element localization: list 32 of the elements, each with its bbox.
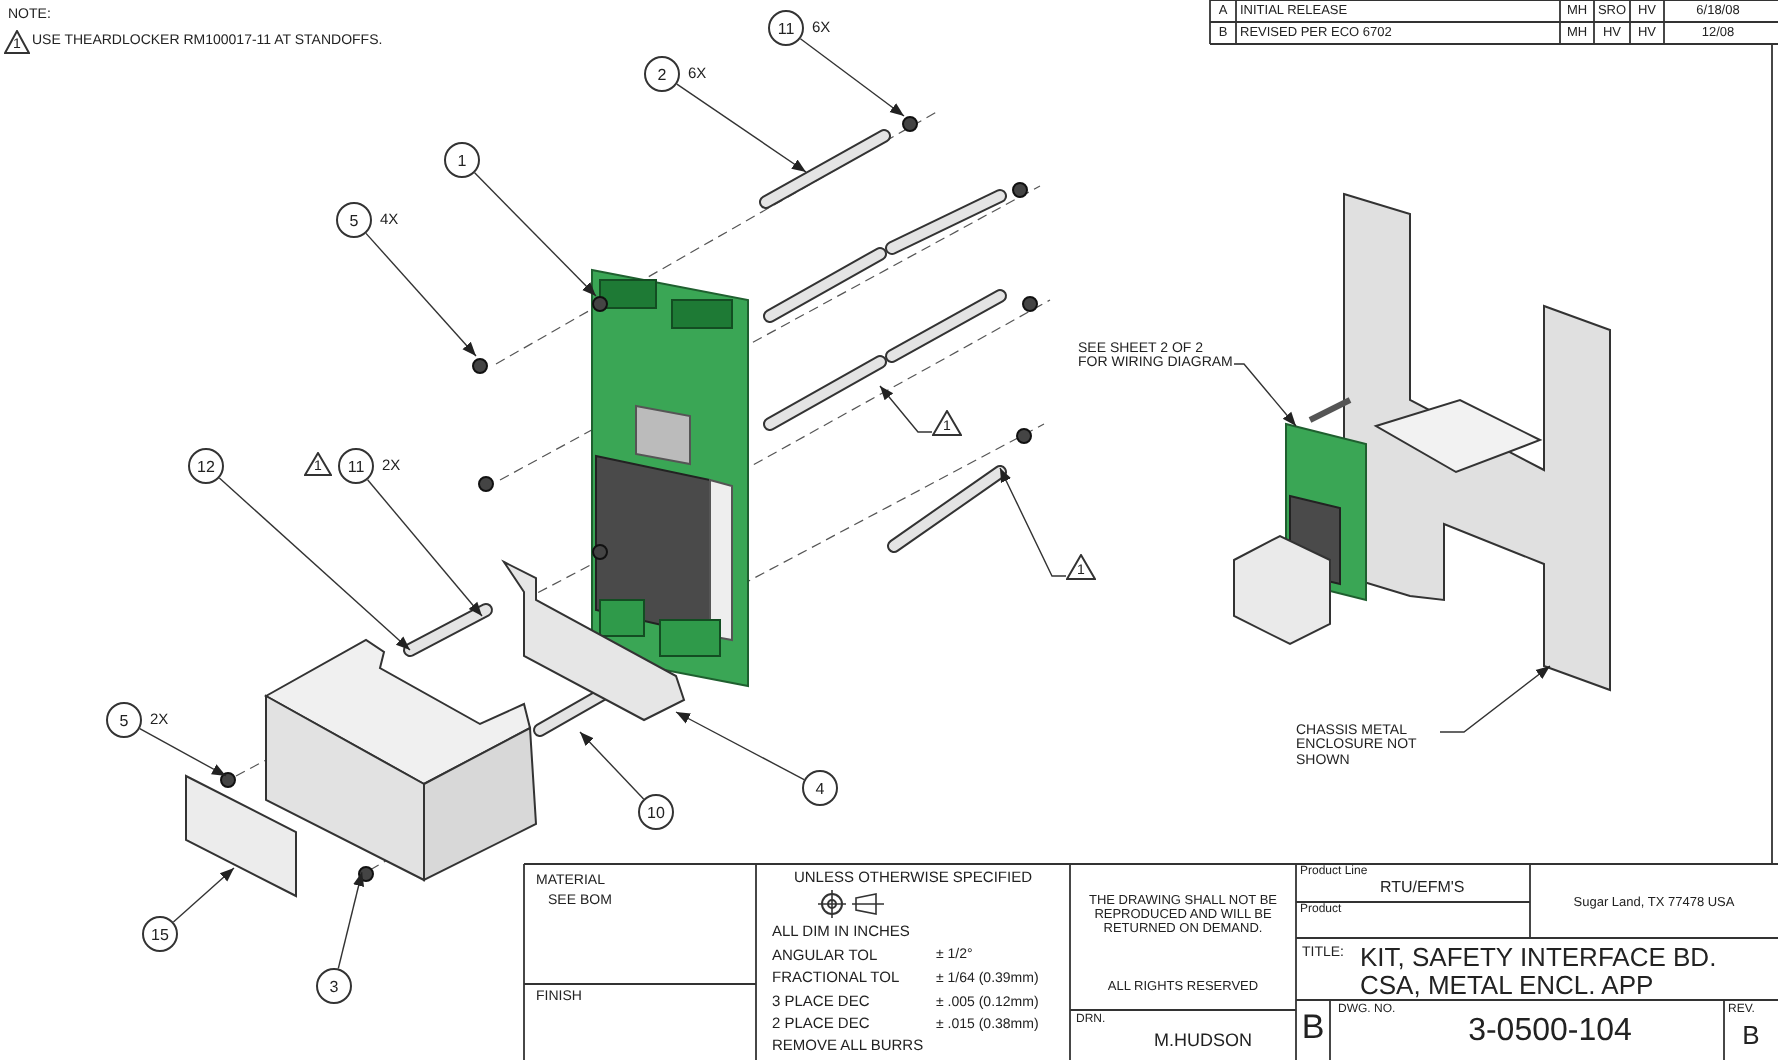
leader-line [365,232,477,357]
leader-line [366,479,483,617]
sheet-size-letter: B [1299,1010,1327,1048]
leader-line [218,477,411,651]
leader-line [139,727,227,777]
callout-balloon: 5 [336,202,372,238]
leader-line [879,385,933,433]
leader-line [676,83,807,173]
leader-line [799,38,905,117]
callout-balloon: 4 [802,770,838,806]
callout-balloon: 12 [188,448,224,484]
drawing-number: 3-0500-104 [1466,1014,1634,1050]
callout-balloon: 11 [338,448,374,484]
callout-balloon: 11 [768,10,804,46]
revision-letter: B [1740,1022,1762,1051]
leader-line [337,871,365,970]
leader-line [1439,665,1551,733]
field-value: M.HUDSON [1152,1032,1254,1052]
callout-balloon: 2 [644,56,680,92]
callout-balloon: 3 [316,968,352,1004]
leader-line [473,172,597,297]
callout-balloon: 5 [106,702,142,738]
field-value: RTU/EFM'S [1380,880,1465,898]
drawing-title: KIT, SAFETY INTERFACE BD. CSA, METAL ENCL. APP [1360,944,1719,1002]
leader-line [579,731,645,800]
leader-line [999,467,1067,577]
leader-line [675,711,805,781]
leader-line [172,867,235,923]
callout-balloon: 10 [638,794,674,830]
leader-line [1233,363,1297,427]
callout-balloon: 1 [444,142,480,178]
callout-balloon: 15 [142,916,178,952]
